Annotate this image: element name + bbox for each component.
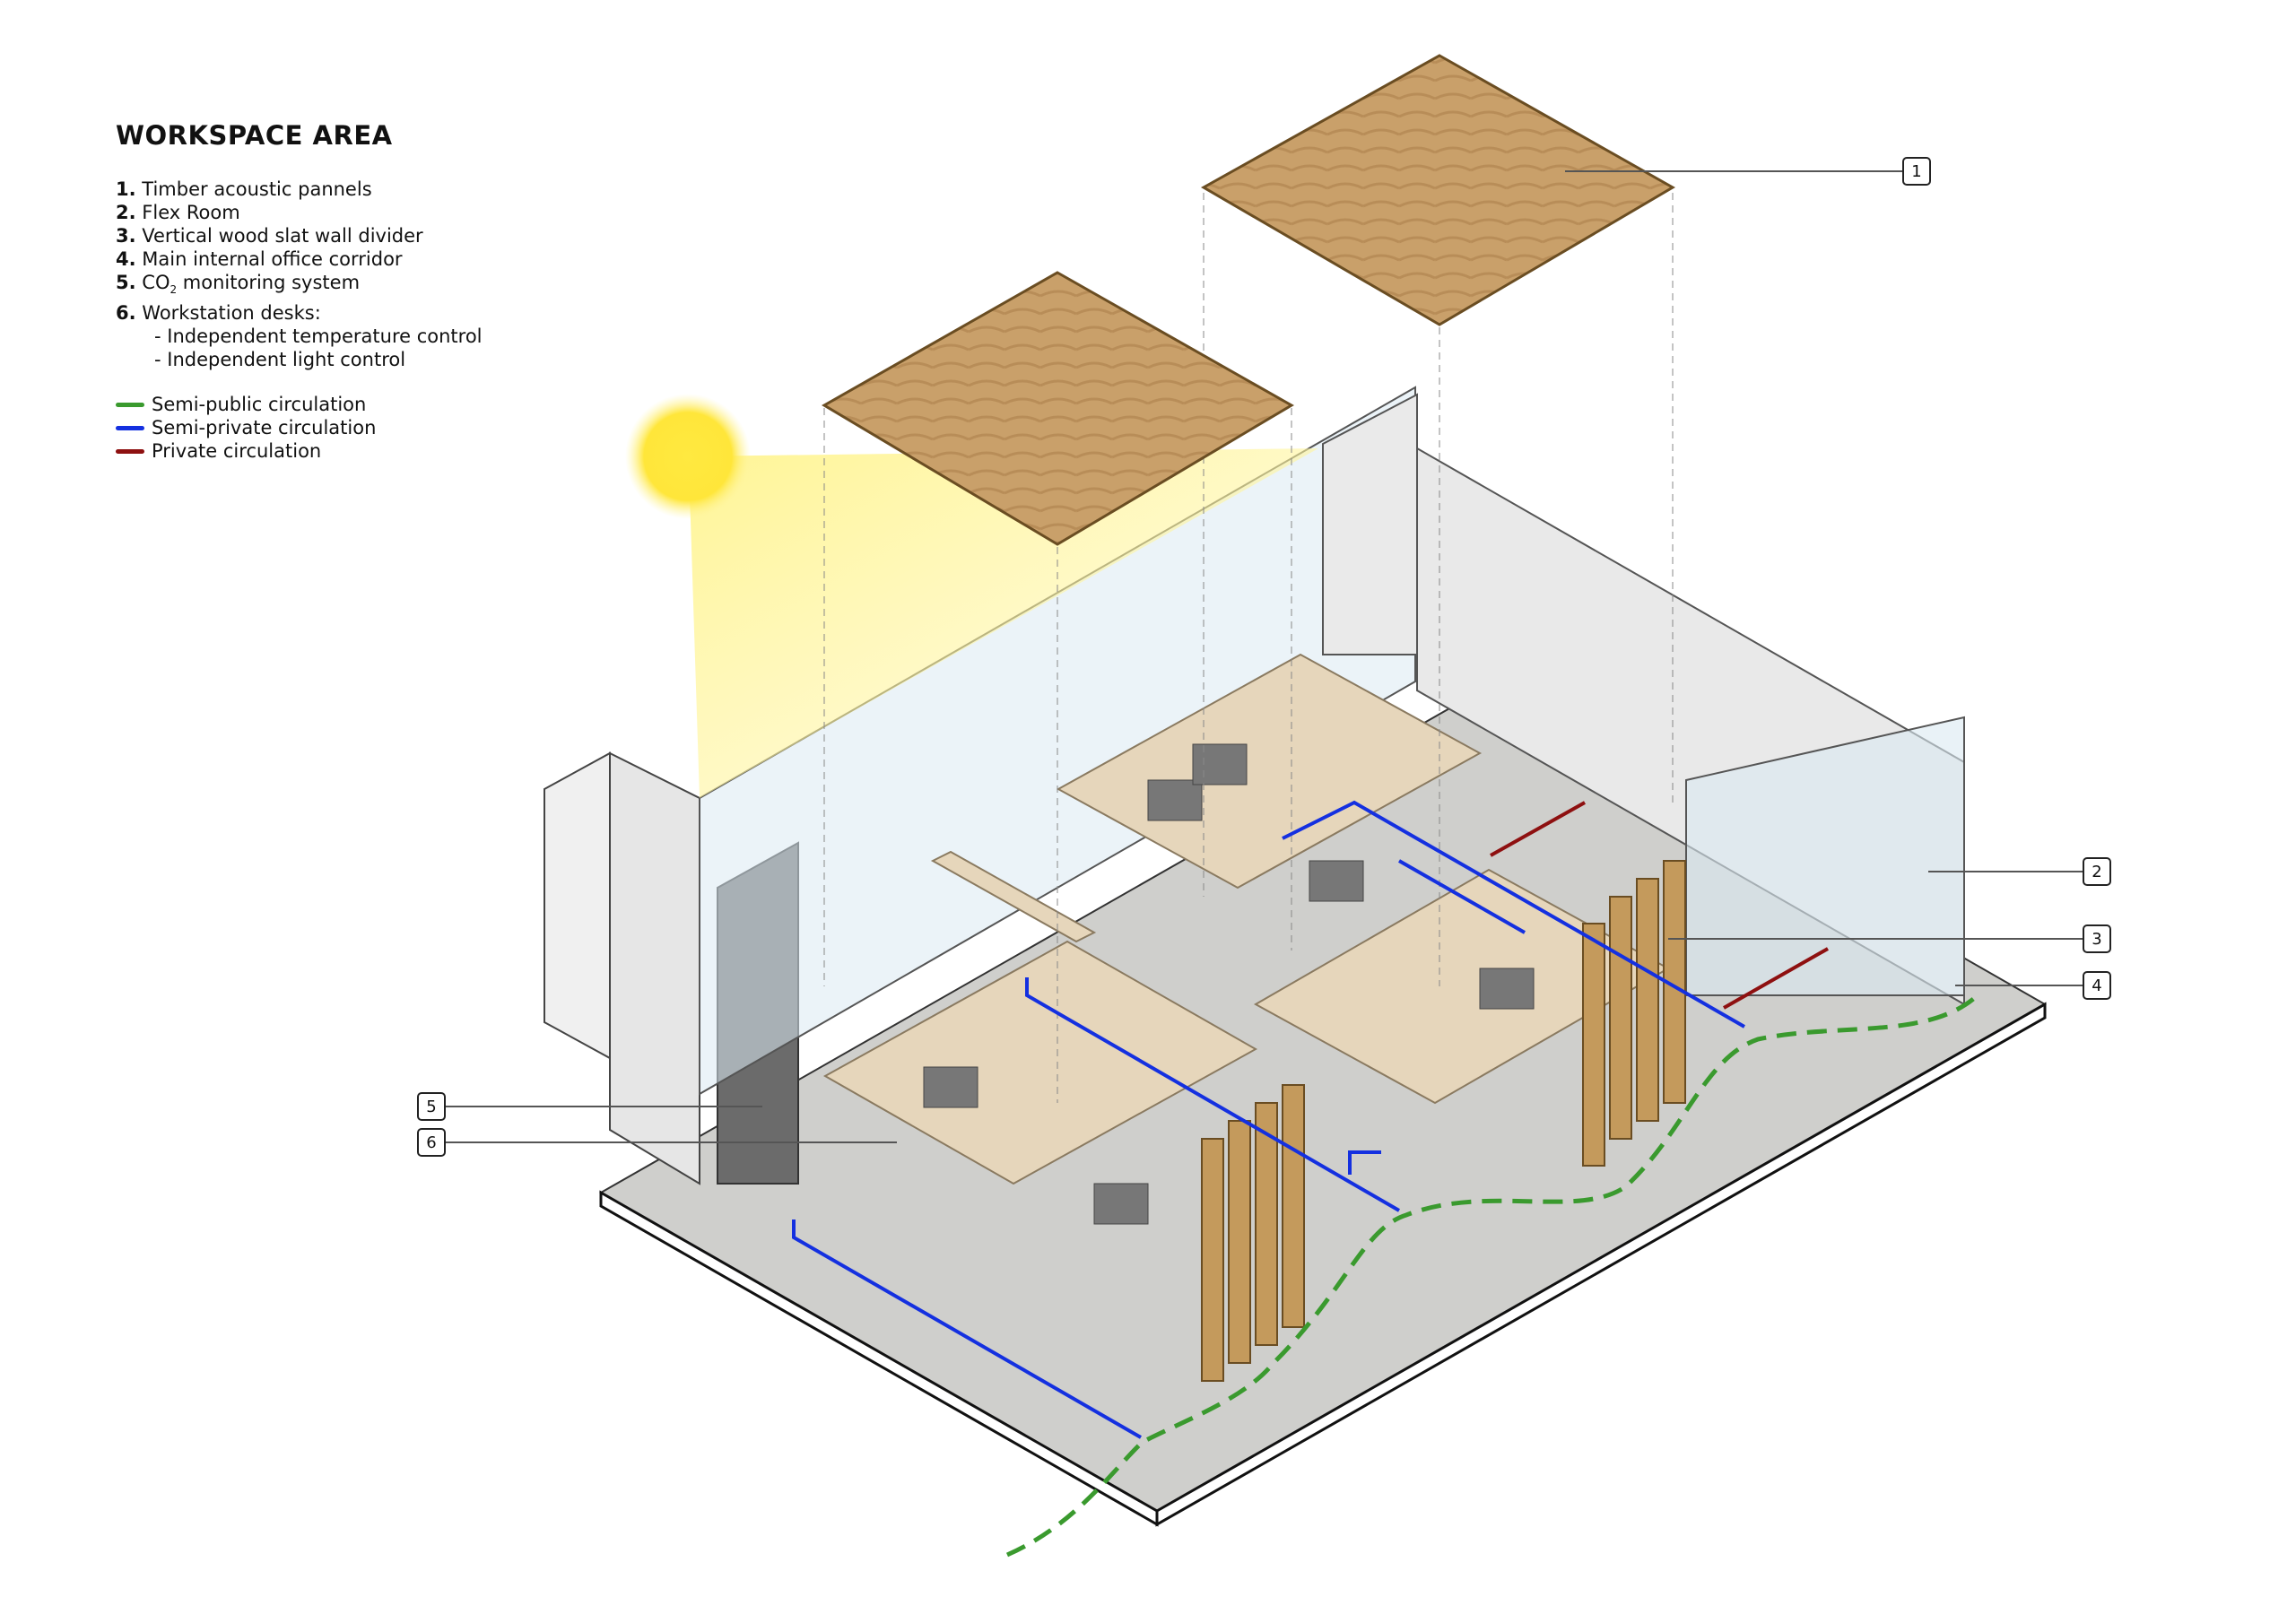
- key-private: Private circulation: [116, 439, 483, 463]
- key-semi-private: Semi-private circulation: [116, 416, 483, 439]
- sunlight-beam: [688, 448, 1318, 798]
- semi-public-path: [1005, 994, 1979, 1558]
- callout-3: 3: [2083, 924, 2111, 953]
- legend-item-4: 4. Main internal office corridor: [116, 248, 403, 270]
- legend-item-1: 1. Timber acoustic pannels: [116, 178, 372, 200]
- monitors: [923, 743, 1535, 1225]
- callout-leaders: [443, 170, 2083, 1143]
- legend-item-3: 3. Vertical wood slat wall divider: [116, 225, 423, 247]
- key-semi-public: Semi-public circulation: [116, 393, 483, 416]
- legend-item-5: 5. CO2 monitoring system: [116, 272, 361, 297]
- diagram-title: WORKSPACE AREA: [116, 120, 393, 151]
- wood-slat-divider: [1201, 860, 1686, 1382]
- callout-6: 6: [417, 1128, 446, 1157]
- timber-acoustic-panels: [822, 54, 1676, 1103]
- private-paths: [1490, 801, 1829, 1010]
- workstation-desks: [822, 653, 1671, 1185]
- walls: [544, 386, 1965, 1185]
- legend-item-2: 2. Flex Room: [116, 202, 240, 223]
- legend-subitem: - Independent temperature control: [154, 325, 483, 348]
- legend: WORKSPACE AREA 1. Timber acoustic pannel…: [116, 120, 483, 463]
- legend-item-6: 6. Workstation desks:: [116, 302, 321, 325]
- semi-private-paths: [792, 800, 1745, 1439]
- legend-subitem: - Independent light control: [154, 349, 406, 371]
- callout-2: 2: [2083, 857, 2111, 886]
- sun-icon: [625, 394, 751, 519]
- callout-1: 1: [1902, 157, 1931, 186]
- callout-5: 5: [417, 1092, 446, 1121]
- callout-4: 4: [2083, 971, 2111, 1000]
